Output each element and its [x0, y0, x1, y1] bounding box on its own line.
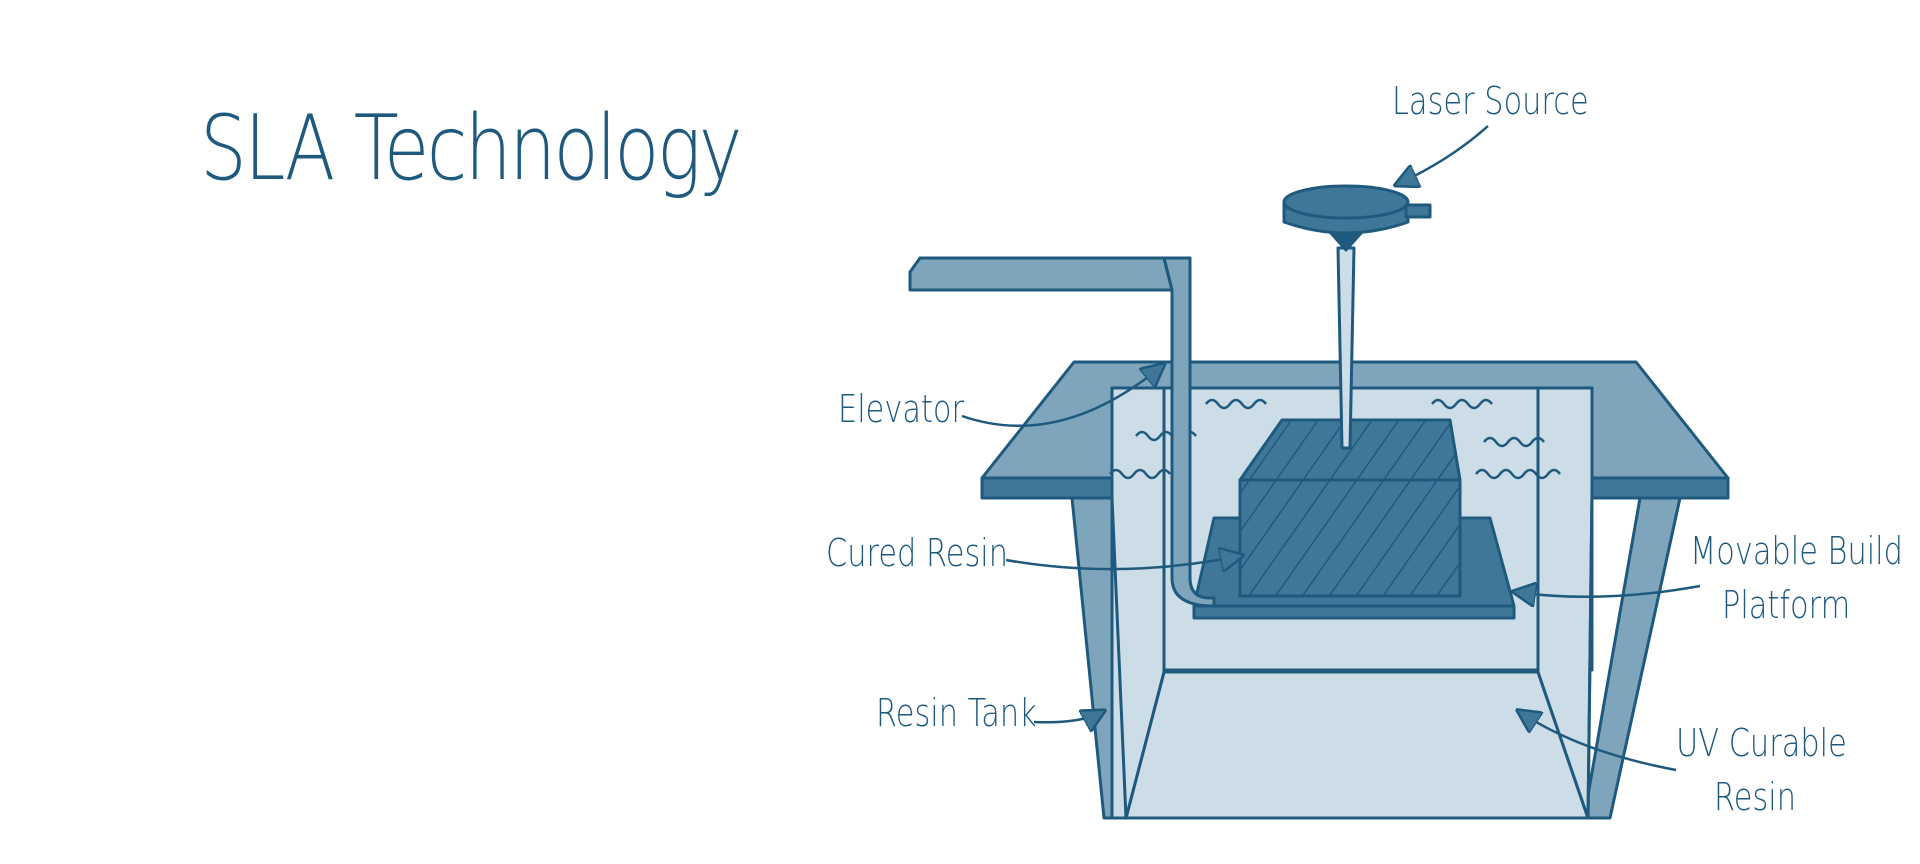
platform-front [1192, 604, 1516, 620]
laser-source-leader [1398, 125, 1489, 184]
laser-body-top [1282, 184, 1410, 220]
label-uv-resin-line1: UV Curable [1676, 721, 1847, 765]
label-elevator: Elevator [838, 387, 964, 431]
block-front [1238, 478, 1462, 598]
label-laser-source: Laser Source [1392, 79, 1589, 123]
label-build-platform-line1: Movable Build [1690, 529, 1903, 573]
label-uv-resin-line2: Resin [1714, 775, 1797, 819]
label-resin-tank: Resin Tank [876, 691, 1037, 735]
label-cured-resin: Cured Resin [826, 531, 1008, 575]
resin-tank-leader [1033, 712, 1102, 722]
laser-nozzle [1328, 230, 1364, 252]
label-build-platform-line2: Platform [1722, 583, 1851, 627]
laser-connector [1404, 203, 1432, 219]
tank-floor [1124, 670, 1590, 820]
elevator [908, 256, 1216, 608]
elevator-rod [1162, 256, 1216, 608]
page-title: SLA Technology [200, 96, 742, 201]
uv-resin-leader [1520, 712, 1677, 772]
laser-source [1282, 184, 1432, 450]
tank-right-wall [1582, 496, 1682, 820]
build-platform-leader [1516, 586, 1701, 597]
elevator-arm [908, 256, 1192, 292]
leader-lines [961, 125, 1701, 772]
cured-resin-leader [1005, 556, 1240, 569]
laser-beam [1336, 246, 1356, 450]
elevator-leader [961, 366, 1162, 427]
